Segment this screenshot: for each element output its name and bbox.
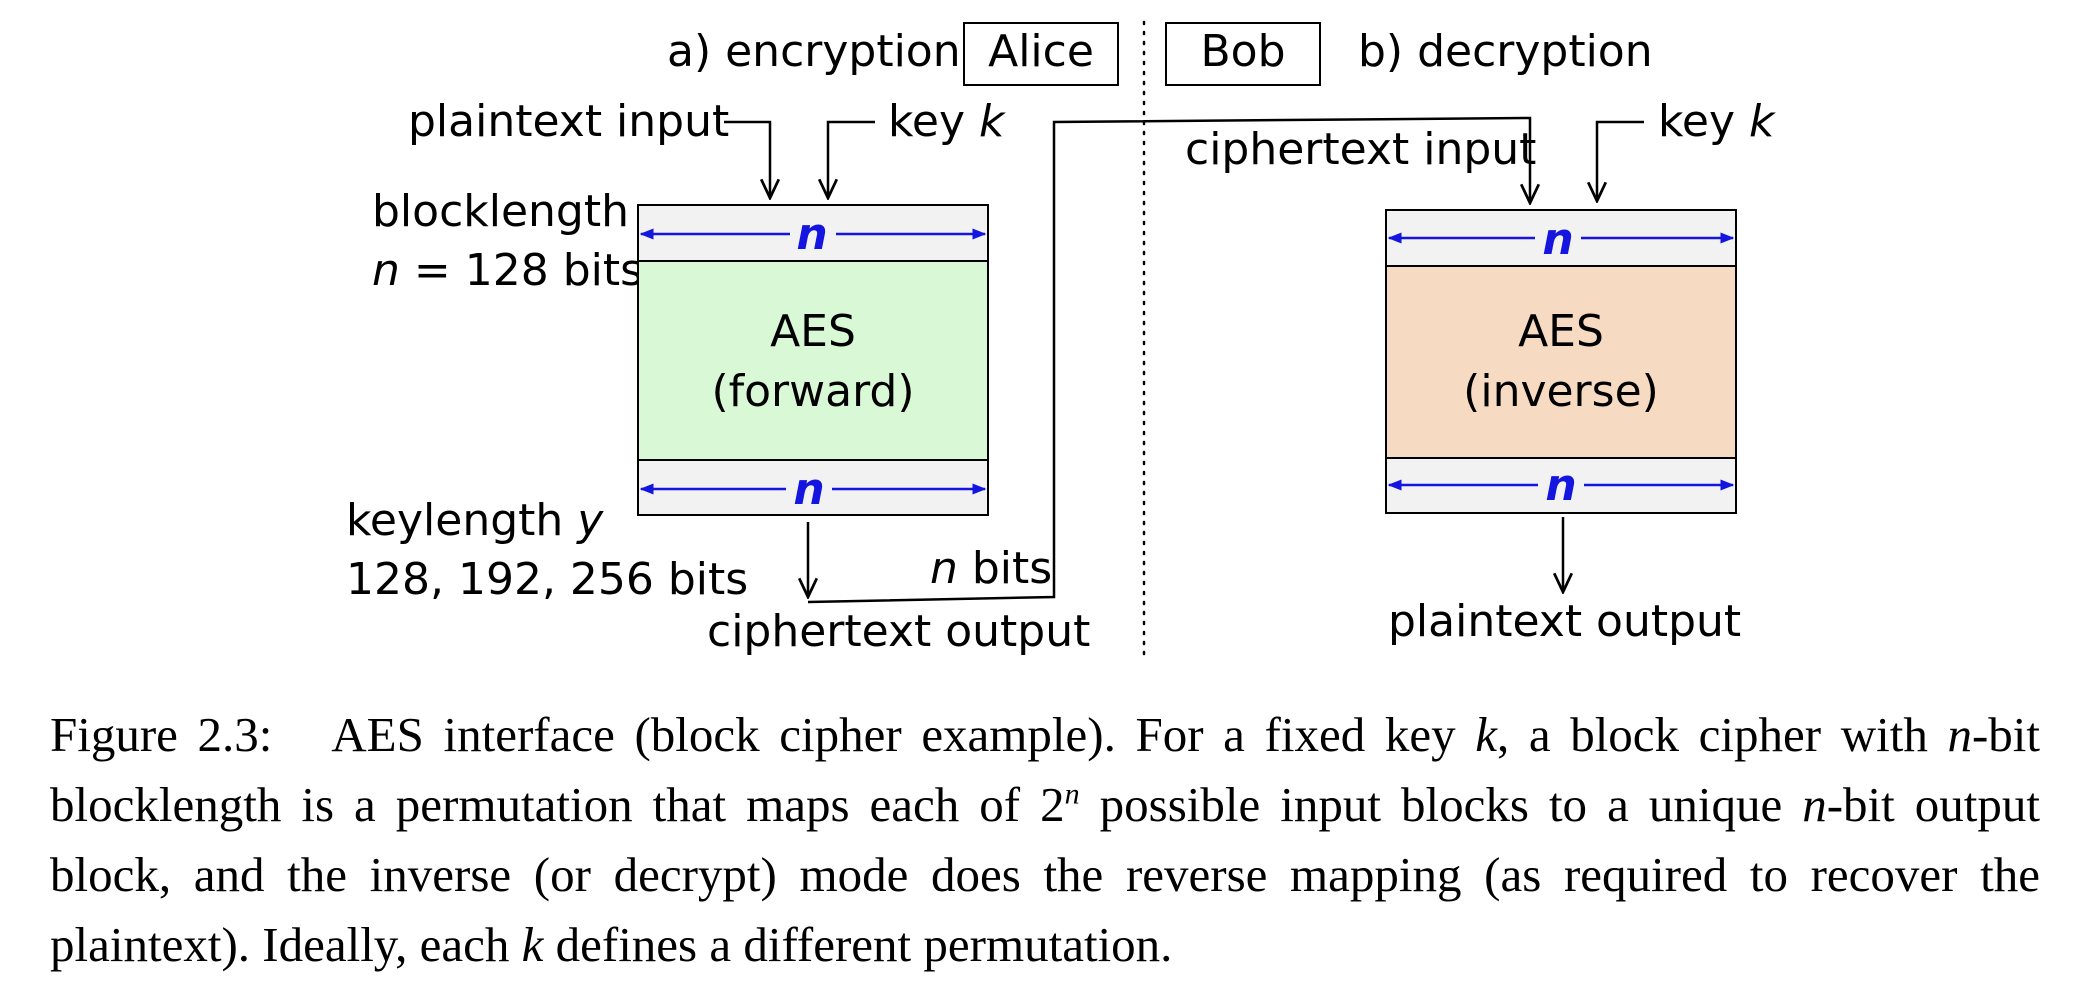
key-input-arrow [828,120,875,198]
aes-inverse-box [1385,265,1737,459]
caption-text-4: possible input blocks to a unique [1079,777,1803,832]
caption-exponent-n: n [1064,777,1080,811]
aes-forward-box [637,260,989,461]
aes-inverse-label: AES [1518,306,1604,357]
keylength-var: y [575,495,604,546]
caption-var-n1: n [1947,707,1972,762]
bob-key-var: k [1749,96,1776,147]
forward-bottom-n: n [793,464,824,515]
n-bits-var: n [930,543,958,594]
figure-caption: Figure 2.3: AES interface (block cipher … [50,700,2040,980]
plaintext-input-arrow [724,120,770,198]
caption-text-3: -bit blocklength is a permutation that m… [50,707,2041,832]
bob-key-input-arrow [1597,120,1644,201]
plaintext-input-label: plaintext input [408,96,729,147]
key-var: k [979,96,1006,147]
keylength-label: keylength y [346,495,604,546]
n-bits-label: n bits [930,543,1052,594]
blocklength-label: blocklength [372,186,629,237]
caption-text-2: , a block cipher with [1496,707,1948,762]
plaintext-output-label: plaintext output [1388,596,1741,647]
keylength-values: 128, 192, 256 bits [346,554,748,605]
bob-key-label: key k [1658,96,1776,147]
alice-box [963,22,1119,86]
ciphertext-output-label: ciphertext output [707,606,1090,657]
blocklength-var: n [372,245,400,296]
caption-var-n2: n [1802,777,1827,832]
bob-key-text: key [1658,96,1735,147]
caption-text-5: -bit output block, and the inverse (or d… [50,777,2041,972]
key-label: key k [888,96,1006,147]
aes-forward-mode: (forward) [711,366,914,417]
inverse-top-n: n [1542,214,1573,265]
caption-text-1: AES interface (block cipher example). Fo… [331,707,1476,762]
blocklength-value: n = 128 bits [372,245,643,296]
ciphertext-input-label: ciphertext input [1185,124,1536,175]
decryption-mode-label: b) decryption [1358,26,1653,77]
forward-bottom-band [637,459,989,516]
key-text: key [888,96,965,147]
aes-interface-diagram: a) encryption Alice Bob b) decryption pl… [346,20,1776,664]
blocklength-bits: = 128 bits [400,245,643,296]
keylength-text: keylength [346,495,577,546]
caption-label: Figure 2.3: [50,707,273,762]
caption-var-k1: k [1475,707,1497,762]
ciphertext-transmission-path [807,116,1530,604]
inverse-bottom-n: n [1545,460,1576,511]
aes-inverse-mode: (inverse) [1463,366,1659,417]
encryption-mode-label: a) encryption [667,26,961,77]
n-bits-text: bits [958,543,1052,594]
forward-top-n: n [796,209,827,260]
caption-var-k2: k [521,917,544,972]
bob-box [1165,22,1321,86]
alice-label: Alice [988,26,1094,77]
aes-forward-label: AES [770,306,856,357]
caption-text-6: defines a different permutation. [543,917,1173,972]
bob-label: Bob [1200,26,1285,77]
